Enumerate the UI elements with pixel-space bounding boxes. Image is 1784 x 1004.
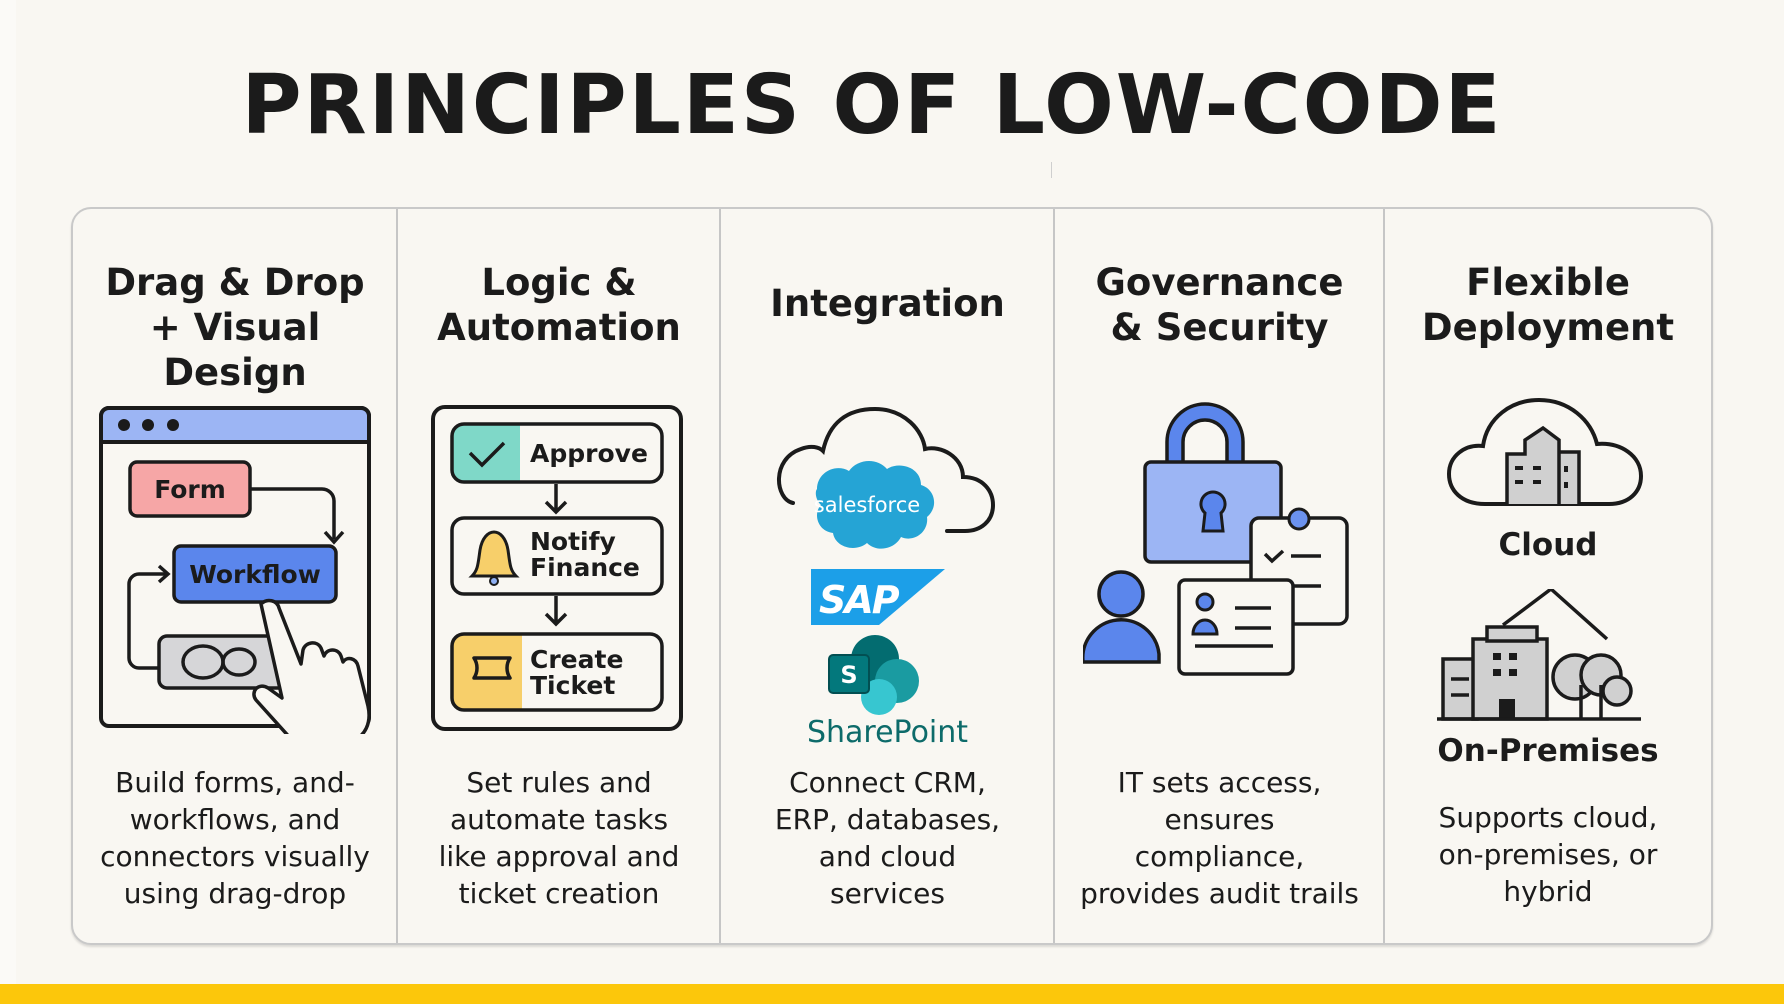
sharepoint-label: SharePoint (806, 715, 969, 750)
title-line: Deployment (1421, 306, 1675, 349)
desc-line: ERP, databases, (774, 803, 1001, 836)
desc-line: compliance, (1134, 840, 1305, 873)
title-line: Integration (770, 282, 1005, 325)
desc-line: automate tasks (449, 803, 669, 836)
column-divider (1053, 209, 1055, 943)
workflow-steps-diagram: Approve Notify Finance Create Ticket (431, 405, 683, 731)
padlock-icon (1143, 402, 1283, 564)
desc-line: Supports cloud, (1438, 801, 1658, 834)
column-logic-automation: Logic & Automation Approve Notify Financ… (398, 209, 720, 943)
title-line: Drag & Drop (105, 261, 365, 304)
principles-card: Drag & Drop + Visual Design Form Workflo… (71, 207, 1713, 945)
center-mark (1051, 162, 1052, 178)
workflow-node: Workflow (172, 544, 338, 604)
title-line: Governance (1095, 261, 1344, 304)
svg-text:Approve: Approve (530, 439, 648, 468)
desc-line: connectors visually (100, 840, 370, 873)
cloud-outline-icon (777, 406, 996, 533)
svg-text:Notify: Notify (530, 527, 616, 556)
column-flexible-deployment: Flexible Deployment Cloud On-Premises (1385, 209, 1711, 943)
check-icon (468, 441, 506, 468)
title-line: Logic & (481, 261, 637, 304)
bell-icon (468, 530, 520, 586)
desc-line: services (830, 877, 945, 910)
desc-line: on-premises, or (1438, 838, 1658, 871)
bottom-accent-bar (0, 984, 1784, 1004)
salesforce-logo-icon: salesforce (814, 460, 935, 549)
column-title: Drag & Drop + Visual Design (73, 260, 397, 395)
governance-illustration (1083, 402, 1349, 676)
toggle-icon (157, 634, 291, 690)
svg-text:Form: Form (154, 475, 226, 504)
desc-line: Set rules and (466, 766, 652, 799)
desc-line: hybrid (1503, 875, 1593, 908)
column-drag-drop: Drag & Drop + Visual Design Form Workflo… (73, 209, 397, 943)
left-edge-strip (0, 0, 16, 984)
column-description: Build forms, and- workflows, and connect… (73, 764, 397, 912)
column-divider (396, 209, 398, 943)
column-integration: Integration salesforce SAP S SharePoint … (721, 209, 1054, 943)
sharepoint-logo-icon: S (828, 635, 919, 715)
column-title: Logic & Automation (398, 260, 720, 350)
svg-text:Ticket: Ticket (530, 671, 615, 700)
svg-text:Create: Create (530, 645, 623, 674)
desc-line: Build forms, and- (115, 766, 355, 799)
svg-text:SAP: SAP (819, 578, 900, 622)
step-create-ticket: Create Ticket (450, 632, 664, 712)
user-icon (1083, 570, 1161, 664)
sap-logo-icon: SAP (811, 569, 945, 625)
svg-text:Workflow: Workflow (189, 560, 321, 589)
step-approve: Approve (450, 422, 664, 484)
column-governance-security: Governance & Security (1055, 209, 1384, 943)
column-description: Supports cloud, on-premises, or hybrid (1385, 799, 1711, 910)
svg-text:Finance: Finance (530, 553, 640, 582)
id-card-icon (1177, 578, 1295, 676)
column-divider (1383, 209, 1385, 943)
page-title: PRINCIPLES OF LOW-CODE (241, 58, 1503, 153)
on-premises-label: On-Premises (1437, 733, 1659, 769)
svg-text:salesforce: salesforce (814, 493, 920, 517)
desc-line: provides audit trails (1080, 877, 1359, 910)
column-title: Flexible Deployment (1385, 260, 1711, 350)
hand-pointer-icon (252, 598, 371, 734)
column-description: Connect CRM, ERP, databases, and cloud s… (721, 764, 1054, 912)
desc-line: and cloud (818, 840, 957, 873)
step-notify-finance: Notify Finance (450, 516, 664, 596)
column-divider (719, 209, 721, 943)
title-line: Flexible (1466, 261, 1630, 304)
title-line: + Visual Design (149, 306, 321, 394)
desc-line: IT sets access, (1117, 766, 1322, 799)
title-line: & Security (1110, 306, 1329, 349)
desc-line: workflows, and (129, 803, 341, 836)
column-title: Governance & Security (1055, 260, 1384, 350)
column-description: IT sets access, ensures compliance, prov… (1055, 764, 1384, 912)
column-description: Set rules and automate tasks like approv… (398, 764, 720, 912)
desc-line: ticket creation (458, 877, 660, 910)
desc-line: like approval and (438, 840, 680, 873)
desc-line: ensures (1164, 803, 1275, 836)
office-building-icon (1437, 589, 1641, 721)
ticket-icon (472, 656, 512, 680)
svg-text:S: S (840, 661, 857, 689)
column-title: Integration (721, 281, 1054, 326)
desc-line: using drag-drop (123, 877, 347, 910)
integration-logos: salesforce SAP S (777, 406, 996, 715)
cloud-label: Cloud (1498, 527, 1598, 563)
form-node: Form (128, 460, 252, 518)
desc-line: Connect CRM, (789, 766, 986, 799)
title-line: Automation (437, 306, 681, 349)
cloud-building-icon (1446, 397, 1644, 506)
app-window-icon: Form Workflow (99, 406, 371, 734)
